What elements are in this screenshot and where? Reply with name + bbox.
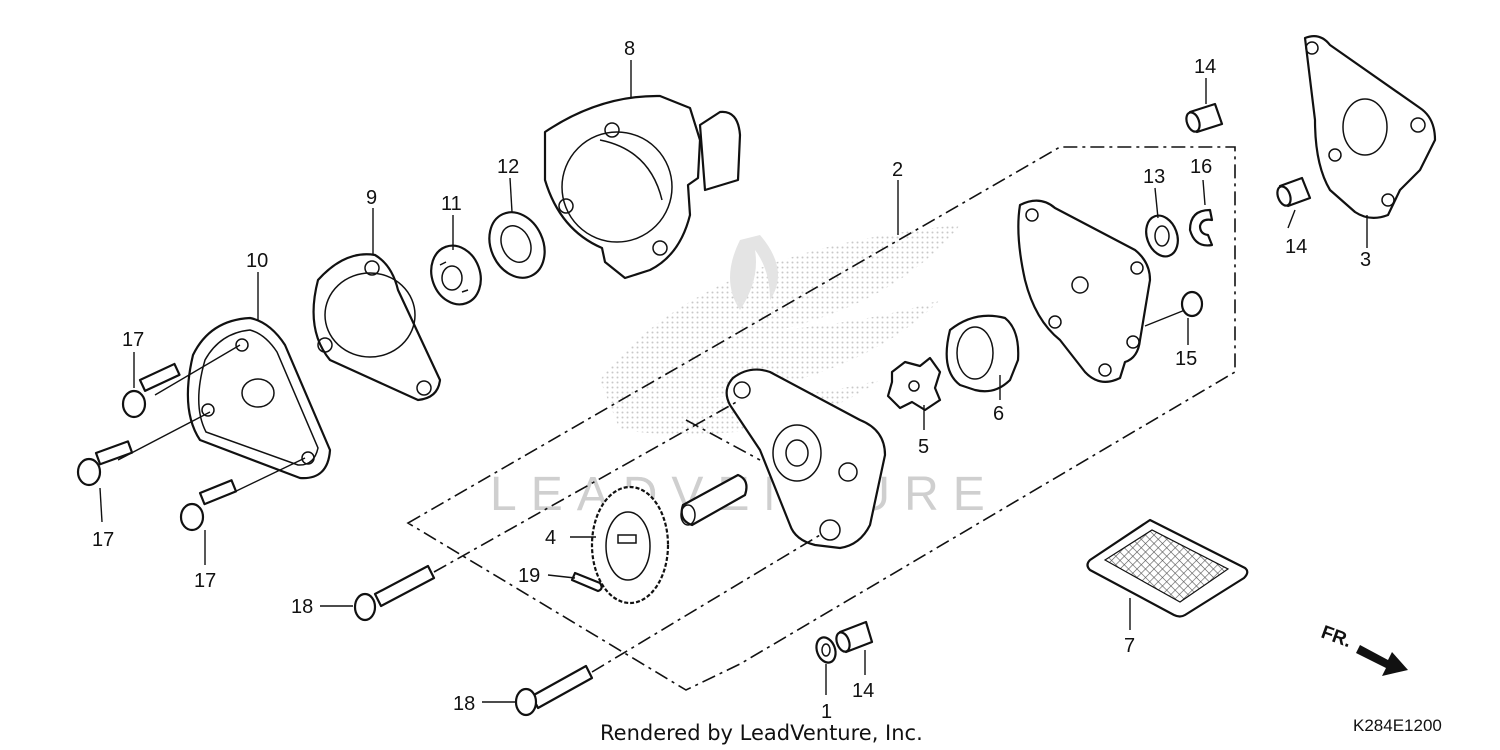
callout-18-lower: 18 (453, 693, 475, 715)
callout-17-lower-left: 17 (92, 529, 114, 551)
screw-15 (1144, 290, 1204, 327)
o-ring-1 (815, 636, 837, 664)
dowel-14-bottom (835, 620, 874, 654)
callout-14-bottom: 14 (852, 680, 874, 702)
watermark-logo (600, 225, 960, 435)
callout-leaders (99, 60, 1368, 703)
callout-18-upper: 18 (291, 596, 313, 618)
callout-8: 8 (624, 38, 635, 60)
callout-11: 11 (441, 193, 462, 215)
front-direction-arrow (1356, 645, 1408, 676)
callout-labels: 8 12 11 9 10 2 13 16 14 14 3 15 6 5 17 1… (92, 38, 1371, 723)
oil-seal (488, 211, 546, 279)
bolt-17-upper (121, 344, 241, 419)
callout-14-top: 14 (1194, 56, 1216, 78)
pump-cover (186, 316, 332, 480)
bolt-18-upper (353, 399, 741, 622)
inner-rotor (886, 356, 942, 412)
callout-15: 15 (1175, 348, 1197, 370)
clip-16 (1188, 208, 1214, 247)
callout-9: 9 (366, 187, 377, 209)
callout-17-upper: 17 (122, 329, 144, 351)
callout-19: 19 (518, 565, 540, 587)
outer-rotor (945, 314, 1020, 393)
oil-strainer (1086, 518, 1249, 618)
bolt-17-lower-left (76, 411, 211, 487)
front-direction-label: FR. (1318, 622, 1354, 652)
pump-housing (543, 94, 742, 280)
washer-13 (1145, 214, 1179, 258)
pump-body (725, 368, 887, 550)
callout-2: 2 (892, 159, 903, 181)
callout-7: 7 (1124, 635, 1135, 657)
callout-13: 13 (1143, 166, 1165, 188)
diagram-code: K284E1200 (1353, 716, 1442, 735)
callout-14-right: 14 (1285, 236, 1307, 258)
callout-6: 6 (993, 403, 1004, 425)
oil-pump-assembly-outline (406, 146, 1236, 691)
callout-10: 10 (246, 250, 268, 272)
dowel-14-right (1276, 176, 1312, 208)
drive-gear (590, 485, 670, 605)
callout-1: 1 (821, 701, 832, 723)
callout-17-lower-right: 17 (194, 570, 216, 592)
flange-nut (430, 244, 482, 306)
callout-4: 4 (545, 527, 556, 549)
rendered-by-footer: Rendered by LeadVenture, Inc. (600, 721, 923, 745)
gasket-3 (1303, 35, 1437, 219)
callout-5: 5 (918, 436, 929, 458)
callout-12: 12 (497, 156, 519, 178)
dowel-14-top (1185, 102, 1224, 134)
cover-gasket (312, 253, 442, 402)
drive-pin (570, 571, 603, 593)
callout-3: 3 (1360, 249, 1371, 271)
pump-plate (1017, 199, 1152, 383)
bolt-18-lower (514, 534, 821, 717)
callout-16: 16 (1190, 156, 1212, 178)
bolt-17-lower-right (179, 457, 306, 532)
pump-shaft (680, 473, 748, 527)
